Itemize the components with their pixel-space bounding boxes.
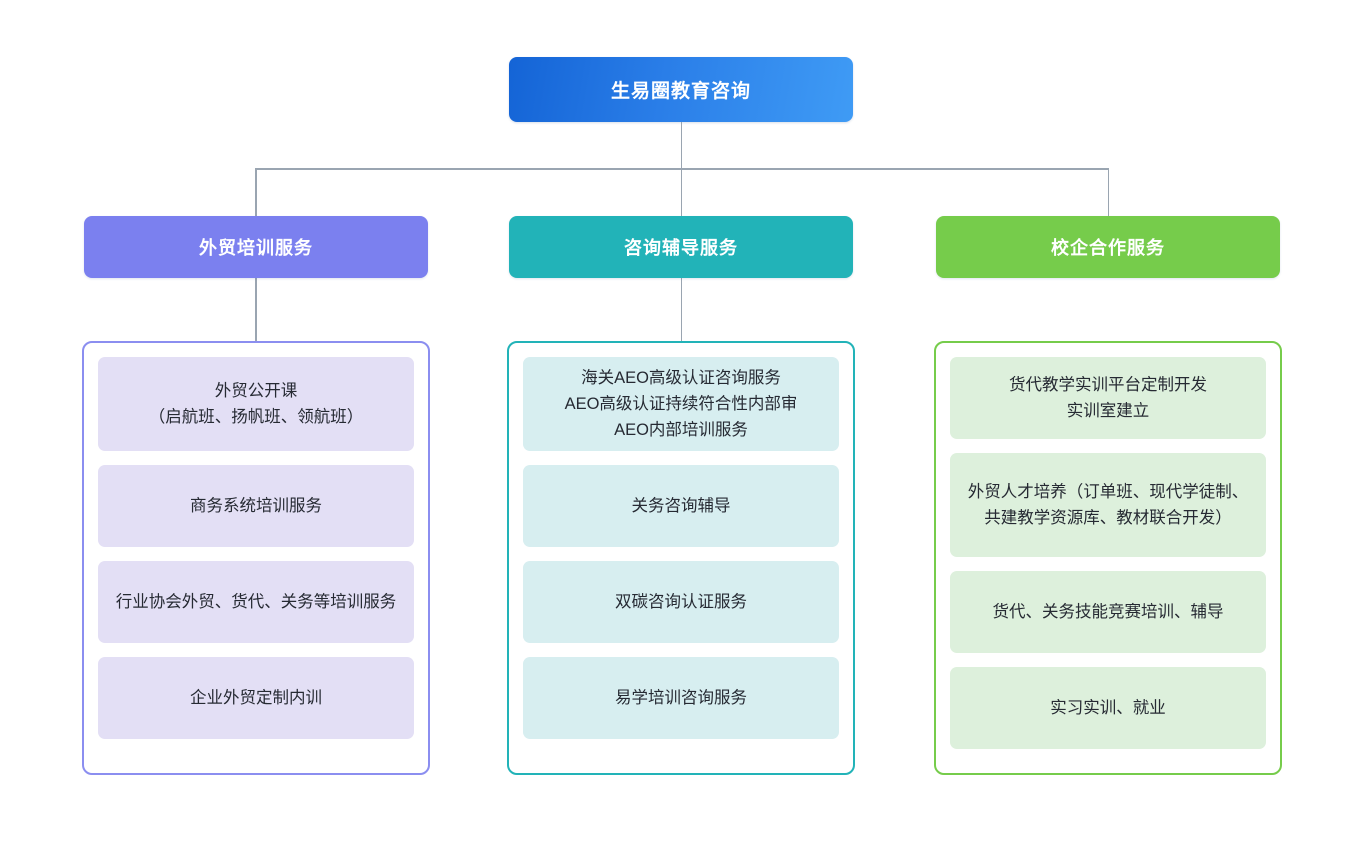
leaf-item[interactable]: 行业协会外贸、货代、关务等培训服务 [98,561,414,643]
root-node-label: 生易圈教育咨询 [610,81,751,102]
branch-header-waimao-peixun[interactable]: 外贸培训服务 [84,216,428,278]
leaf-item[interactable]: 商务系统培训服务 [98,465,414,547]
connector-branch-1-down [255,168,257,218]
leaf-item[interactable]: 海关AEO高级认证咨询服务 AEO高级认证持续符合性内部审 AEO内部培训服务 [523,357,839,451]
connector-branch-2-down [680,168,682,218]
leaf-item[interactable]: 货代、关务技能竞赛培训、辅导 [950,571,1266,653]
leaf-item[interactable]: 关务咨询辅导 [523,465,839,547]
leaf-item[interactable]: 外贸人才培养（订单班、现代学徒制、共建教学资源库、教材联合开发） [950,453,1266,557]
branch-header-zixun-fudao[interactable]: 咨询辅导服务 [509,216,853,278]
leaf-item[interactable]: 货代教学实训平台定制开发 实训室建立 [950,357,1266,439]
branch-header-label: 外贸培训服务 [199,238,313,258]
connector-horizontal-bus [255,168,1109,170]
leaf-item[interactable]: 双碳咨询认证服务 [523,561,839,643]
connector-root-down [680,122,682,169]
item-container-branch-2: 海关AEO高级认证咨询服务 AEO高级认证持续符合性内部审 AEO内部培训服务 … [507,341,855,775]
item-container-branch-1: 外贸公开课 （启航班、扬帆班、领航班） 商务系统培训服务 行业协会外贸、货代、关… [82,341,430,775]
connector-branch-2-to-container [680,278,682,341]
item-container-branch-3: 货代教学实训平台定制开发 实训室建立 外贸人才培养（订单班、现代学徒制、共建教学… [934,341,1282,775]
branch-header-label: 咨询辅导服务 [624,238,738,258]
branch-header-xiaoqi-hezuo[interactable]: 校企合作服务 [936,216,1280,278]
leaf-item[interactable]: 易学培训咨询服务 [523,657,839,739]
root-node[interactable]: 生易圈教育咨询 [509,57,853,122]
leaf-item[interactable]: 实习实训、就业 [950,667,1266,749]
leaf-item[interactable]: 外贸公开课 （启航班、扬帆班、领航班） [98,357,414,451]
leaf-item[interactable]: 企业外贸定制内训 [98,657,414,739]
branch-header-label: 校企合作服务 [1051,238,1165,258]
connector-branch-3-down [1107,168,1109,218]
connector-branch-1-to-container [255,278,257,341]
